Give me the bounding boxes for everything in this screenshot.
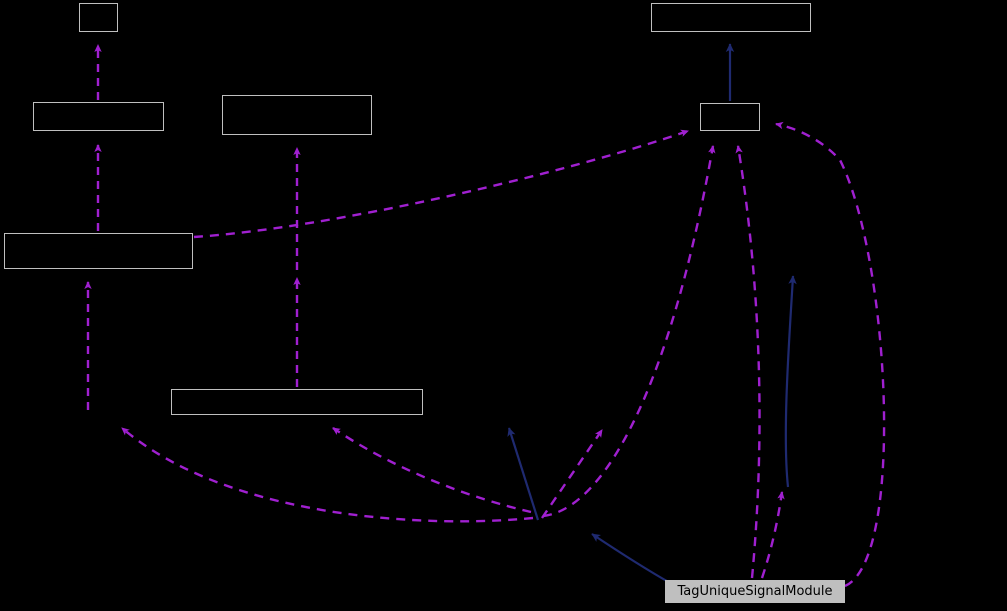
edge-inherit-12 xyxy=(784,275,797,488)
current-class-node-label: TagUniqueSignalModule xyxy=(677,584,833,599)
class-node[interactable] xyxy=(33,102,164,131)
class-node[interactable] xyxy=(651,3,811,32)
class-node[interactable] xyxy=(4,233,193,269)
edge-usage-11c xyxy=(541,429,603,519)
class-node[interactable] xyxy=(700,103,760,131)
edge-usage-6 xyxy=(193,129,689,239)
current-class-node[interactable]: TagUniqueSignalModule xyxy=(665,580,845,603)
edge-usage-5 xyxy=(332,427,532,514)
edge-inherit-11 xyxy=(591,533,673,585)
edge-usage-8 xyxy=(542,145,716,518)
edge-usage-4 xyxy=(121,427,534,523)
class-node[interactable] xyxy=(171,389,423,415)
hidden-hub-node xyxy=(537,523,543,529)
edge-usage-12b xyxy=(760,491,785,579)
edge-usage-9 xyxy=(735,145,761,579)
class-node[interactable] xyxy=(222,95,372,135)
class-node[interactable] xyxy=(79,3,118,32)
edge-inherit-11b xyxy=(507,427,540,521)
edge-usage-10 xyxy=(775,121,886,588)
